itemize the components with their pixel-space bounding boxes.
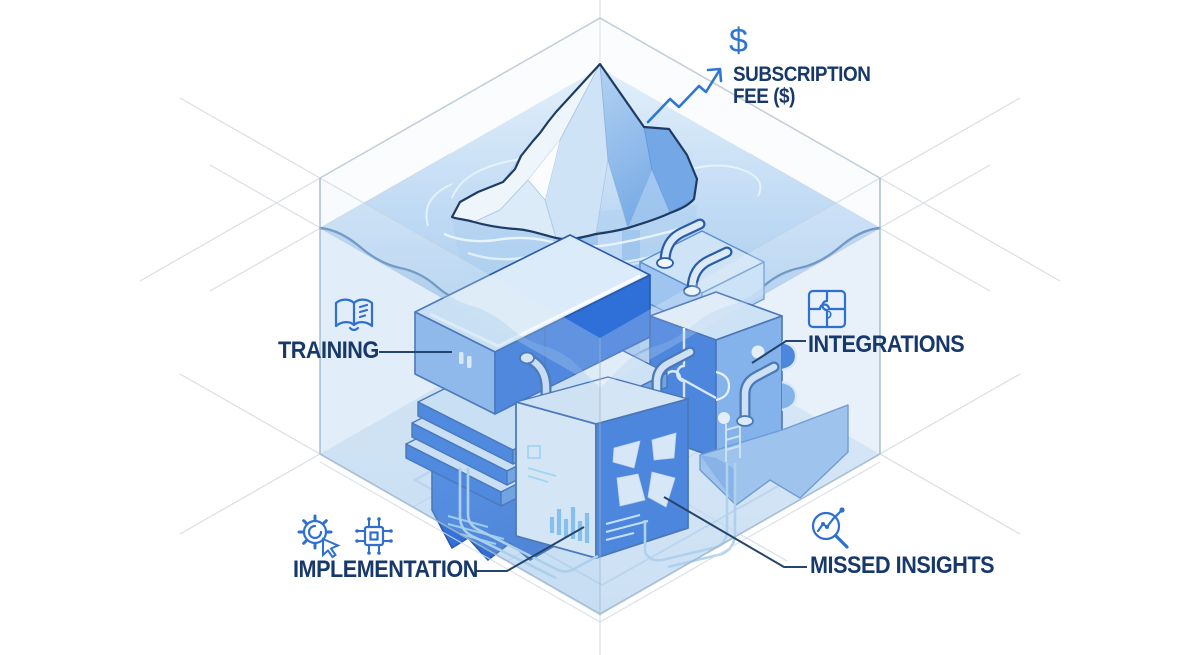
ladder-marks — [725, 420, 741, 462]
missed-insights-label: MISSED INSIGHTS — [810, 552, 995, 579]
book-icon — [334, 298, 374, 332]
bar-chart-marks — [549, 507, 590, 543]
pipe-topbox — [519, 351, 552, 458]
center-block — [515, 376, 689, 559]
subscription-fee-line1: SUBSCRIPTION — [733, 63, 871, 86]
doc-lines-bright — [605, 514, 649, 541]
magnifier-chart-icon — [811, 507, 849, 549]
integrations-label: INTEGRATIONS — [808, 331, 965, 358]
integrations-puzzle-cube — [649, 291, 798, 459]
construction-lines — [139, 0, 1061, 655]
implementation-connector — [476, 526, 585, 572]
growth-arrow-icon — [646, 67, 723, 124]
puzzle-icon — [807, 289, 847, 329]
connector-lines — [379, 340, 807, 572]
glass-cube-front-faces — [320, 178, 880, 616]
integrations-connector — [751, 340, 806, 364]
glass-cube-edges — [319, 178, 881, 623]
subscription-fee-label: SUBSCRIPTION FEE ($) — [733, 63, 871, 108]
dollar-icon: $ — [729, 22, 748, 60]
underwater-blocks — [405, 218, 849, 580]
chip-icon — [355, 517, 393, 555]
conduit-loops — [458, 463, 737, 580]
shattered-shards — [612, 432, 677, 508]
pause-marks — [459, 352, 472, 368]
training-label: TRAINING — [278, 337, 379, 364]
gear-cursor-icon — [297, 514, 341, 559]
pipe-right — [736, 361, 780, 427]
implementation-label: IMPLEMENTATION — [293, 556, 478, 583]
subscription-fee-line2: FEE ($) — [733, 85, 795, 108]
missed-insights-connector — [663, 496, 807, 568]
doc-lines-pale — [527, 445, 557, 483]
pipes-top — [656, 218, 733, 297]
iceberg-above-water — [443, 62, 701, 274]
